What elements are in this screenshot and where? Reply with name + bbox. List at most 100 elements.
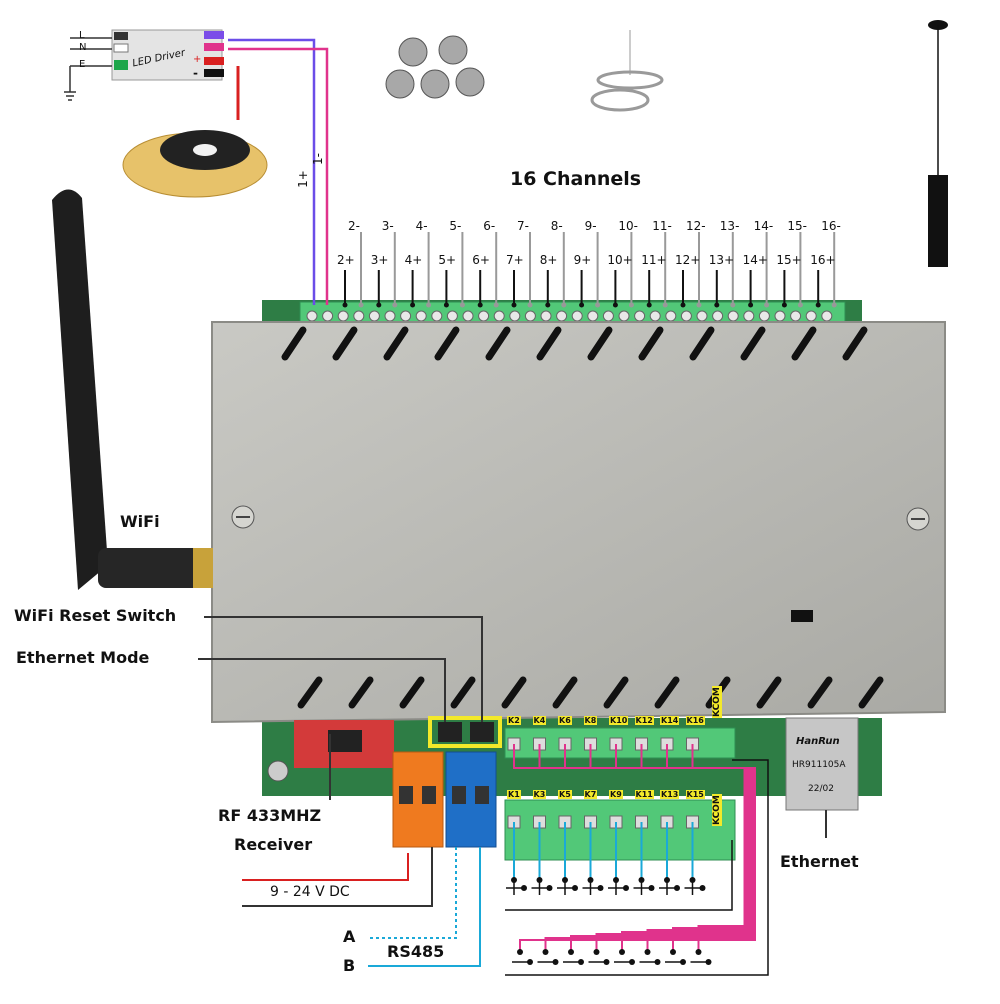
terminal-screw <box>368 310 380 322</box>
vent-bottom <box>450 676 476 709</box>
channel-minus-label: 5- <box>449 219 462 233</box>
vent-top <box>383 326 409 361</box>
input-wire-even <box>538 744 755 952</box>
input-wires <box>505 744 769 976</box>
channel-plus-label: 11+ <box>641 253 667 267</box>
rs485-label: RS485 <box>387 942 445 961</box>
wire-ch1-plus <box>228 38 316 305</box>
vent-bottom <box>807 676 833 709</box>
channel-plus-label: 5+ <box>438 253 457 267</box>
wire-ch1-minus <box>228 47 329 305</box>
rf-receiver-label-1: RF 433MHZ <box>218 806 322 825</box>
kcom-top: KCOM <box>712 686 722 718</box>
input-label-bottom: K15 <box>685 790 705 799</box>
controller-case <box>211 321 946 724</box>
input-label-top: K14 <box>660 716 680 725</box>
diagram-title: 16 Channels <box>510 168 642 190</box>
input-wire-even <box>513 744 756 952</box>
channel-plus-label: 2+ <box>337 253 355 267</box>
vent-top <box>689 326 715 361</box>
leader-wifi-reset <box>204 616 483 722</box>
input-label-top: K12 <box>634 716 654 725</box>
terminal-screw <box>571 310 583 322</box>
channel-minus-label: 7- <box>517 219 529 233</box>
rs485-a-label: A <box>343 927 356 946</box>
terminal-screw <box>415 310 427 322</box>
antenna-sma-gold <box>193 548 213 588</box>
vent-top <box>536 326 562 361</box>
vent-bottom <box>756 676 782 709</box>
wifi-reset-switch <box>470 722 494 742</box>
terminal-screw <box>306 310 318 322</box>
wire-rs485-a <box>368 847 457 939</box>
pendant-light-icon <box>928 20 948 267</box>
terminal-screw <box>524 310 536 322</box>
input-wire-even <box>589 744 752 952</box>
kcom-return-2 <box>505 759 769 976</box>
terminal-screw <box>774 310 786 322</box>
channel-plus-label: 15+ <box>776 253 802 267</box>
channel-minus-label: 2- <box>348 219 360 233</box>
kcom-bottom: KCOM <box>712 794 722 826</box>
terminal-screw <box>743 310 755 322</box>
driver-out-plus: + <box>193 54 202 65</box>
terminal-e: E <box>79 59 86 70</box>
channel-minus-label: 6- <box>483 219 496 233</box>
ethernet-mode-label: Ethernet Mode <box>16 648 150 667</box>
channel-plus-label: 4+ <box>404 253 423 267</box>
vent-bottom <box>552 676 578 709</box>
input-label-bottom: K11 <box>634 790 654 799</box>
terminal-screw <box>790 310 802 322</box>
kcom-return-1 <box>505 840 733 911</box>
channel-plus-label: 10+ <box>607 253 633 267</box>
terminal-screw <box>509 310 521 322</box>
channel-minus-label: 3- <box>381 219 394 233</box>
case-led-window <box>791 610 813 622</box>
terminal-screw <box>322 310 334 322</box>
channel-wires <box>342 232 837 308</box>
antenna-connector <box>98 548 208 588</box>
channel-1-plus: 1+ <box>295 170 310 188</box>
input-label-top: K16 <box>685 716 705 725</box>
rj45-model: HR911105A <box>792 760 846 770</box>
channel-1-minus: 1- <box>310 153 325 165</box>
terminal-screw <box>337 310 349 322</box>
channel-plus-label: 12+ <box>675 253 701 267</box>
vent-bottom <box>858 676 884 709</box>
terminal-screw <box>696 310 708 322</box>
input-label-top: K10 <box>609 716 629 725</box>
channel-minus-label: 8- <box>550 219 563 233</box>
terminal-screw <box>587 310 599 322</box>
terminal-screw <box>478 310 490 322</box>
terminal-screw <box>431 310 443 322</box>
terminal-screw <box>602 310 614 322</box>
input-wire-even <box>691 744 746 952</box>
vent-top <box>485 326 511 361</box>
input-label-top: K4 <box>532 716 547 725</box>
wifi-antenna <box>52 189 108 590</box>
chandelier-icon <box>590 30 664 112</box>
wires <box>198 38 827 967</box>
channel-minus-label: 4- <box>415 219 428 233</box>
channel-minus-label: 9- <box>584 219 597 233</box>
led-driver <box>111 29 223 81</box>
channel-minus-label: 10- <box>618 219 638 233</box>
input-label-bottom: K7 <box>583 790 598 799</box>
terminal-screw <box>618 310 630 322</box>
vent-top <box>332 326 358 361</box>
channel-plus-label: 6+ <box>472 253 490 267</box>
vent-top <box>791 326 817 361</box>
terminal-screw <box>758 310 770 322</box>
vent-top <box>842 326 868 361</box>
terminal-screw <box>805 310 817 322</box>
terminal-screw <box>540 310 552 322</box>
case-vents <box>281 326 884 709</box>
input-wire-even <box>640 744 749 952</box>
input-label-bottom: K5 <box>558 790 572 799</box>
input-label-bottom: K1 <box>507 790 521 799</box>
terminal-screw <box>821 310 833 322</box>
terminal-screw <box>384 310 396 322</box>
input-label-bottom: K13 <box>660 790 680 799</box>
